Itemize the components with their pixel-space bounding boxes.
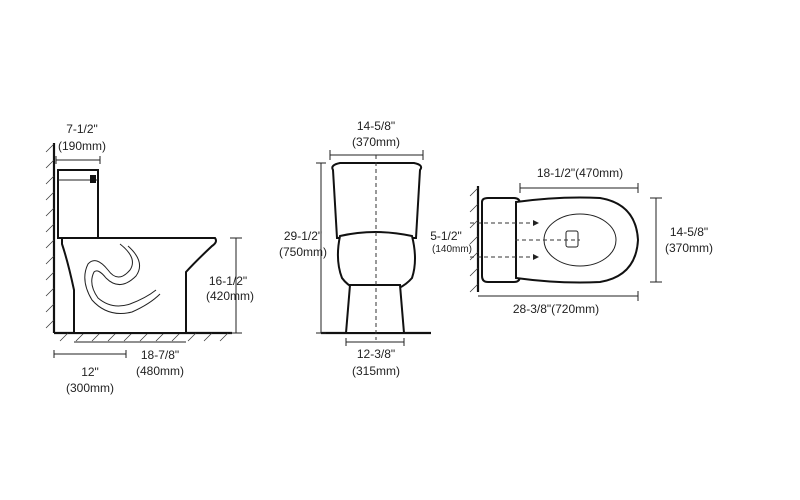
- top-bowl-outer: [515, 196, 640, 284]
- top-width-mm: (370mm): [665, 241, 713, 255]
- side-trapway-outer: [84, 243, 161, 314]
- side-floor-hatch: [59, 332, 229, 342]
- top-hole-offset-mm: (140mm): [432, 244, 472, 255]
- flush-lever-icon: [90, 175, 96, 183]
- front-width-in: 14-5/8": [357, 119, 395, 133]
- side-base-depth-mm: (480mm): [136, 364, 184, 378]
- front-height-in: 29-1/2": [284, 229, 322, 243]
- front-view: 14-5/8" (370mm) 29-1/2" (750mm) 12-3/8" …: [279, 119, 431, 378]
- front-base-width-in: 12-3/8": [357, 347, 395, 361]
- top-wall-hatch: [469, 187, 479, 293]
- side-rough-in-mm: (300mm): [66, 381, 114, 395]
- top-tank: [481, 197, 521, 283]
- side-height-in: 16-1/2": [209, 274, 247, 288]
- side-rough-in-in: 12": [81, 365, 99, 379]
- drain-icon: [565, 230, 579, 248]
- top-bowl-length: 18-1/2"(470mm): [537, 166, 623, 180]
- side-base-depth-in: 18-7/8": [141, 348, 179, 362]
- front-height-mm: (750mm): [279, 245, 327, 259]
- top-width-in: 14-5/8": [670, 225, 708, 239]
- side-tank-depth-in: 7-1/2": [66, 122, 98, 136]
- top-view: 18-1/2"(470mm) 14-5/8" (370mm) 5-1/2" (1…: [430, 166, 713, 316]
- side-trapway-inner: [91, 245, 157, 307]
- top-hole-offset-in: 5-1/2": [430, 229, 462, 243]
- front-width-mm: (370mm): [352, 135, 400, 149]
- side-bowl: [61, 237, 217, 334]
- side-height-mm: (420mm): [206, 289, 254, 303]
- front-pedestal: [344, 284, 406, 334]
- front-tank: [331, 162, 423, 239]
- side-tank-depth-mm: (190mm): [58, 139, 106, 153]
- front-base-width-mm: (315mm): [352, 364, 400, 378]
- top-total-length: 28-3/8"(720mm): [513, 302, 599, 316]
- side-view: 7-1/2" (190mm) 16-1/2" (420mm) 12" (300m…: [45, 122, 254, 395]
- side-wall-hatch: [45, 143, 55, 329]
